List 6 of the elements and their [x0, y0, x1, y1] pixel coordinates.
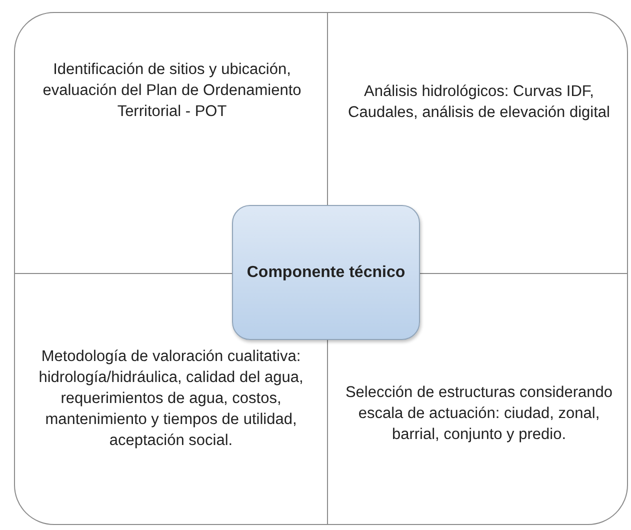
quadrant-text: Análisis hidrológicos: Curvas IDF, Caudales, análisis de elevación digital — [347, 82, 611, 123]
quadrant-text: Metodología de valoración cualitativa: hidrología/hidráulica, calidad del agua, requerimientos de agua, costos, mantenimiento y tiempos de utilidad, aceptación social. — [38, 347, 304, 451]
center-title: Componente técnico — [246, 263, 406, 283]
center-box — [232, 205, 420, 340]
quadrant-text: Identificación de sitios y ubicación, evaluación del Plan de Ordenamiento Territorial - POT — [42, 60, 302, 122]
quadrant-text: Selección de estructuras considerando escala de actuación: ciudad, zonal, barrial, conjunto y predio. — [344, 383, 614, 445]
